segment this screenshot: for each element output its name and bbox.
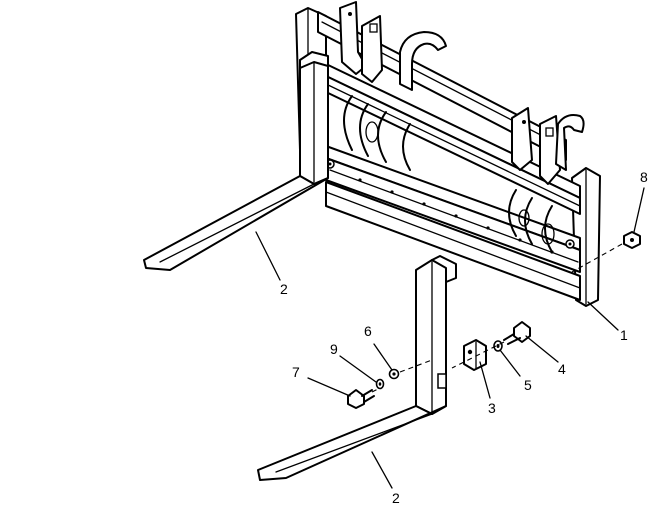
callout-8: 8 <box>640 169 648 185</box>
assembly-lines <box>371 243 623 393</box>
leader-lines <box>255 187 645 489</box>
bolt-7 <box>347 389 375 409</box>
bolt-4 <box>503 321 531 345</box>
callout-1: 1 <box>620 327 628 343</box>
washer-9 <box>375 378 385 390</box>
callout-2-upper: 2 <box>280 281 288 297</box>
nut-6 <box>388 368 400 380</box>
stopper-plate <box>463 339 487 371</box>
lower-fork-tine <box>257 255 457 481</box>
upper-fork-tine <box>143 51 329 271</box>
callout-3: 3 <box>488 400 496 416</box>
callout-4: 4 <box>558 361 566 377</box>
callout-6: 6 <box>364 323 372 339</box>
callout-5: 5 <box>524 377 532 393</box>
callout-9: 9 <box>330 341 338 357</box>
nut-8 <box>623 231 641 249</box>
callout-7: 7 <box>292 364 300 380</box>
callout-2-lower: 2 <box>392 490 400 506</box>
callout-labels: 1 2 2 3 4 5 6 7 8 9 <box>280 169 648 506</box>
